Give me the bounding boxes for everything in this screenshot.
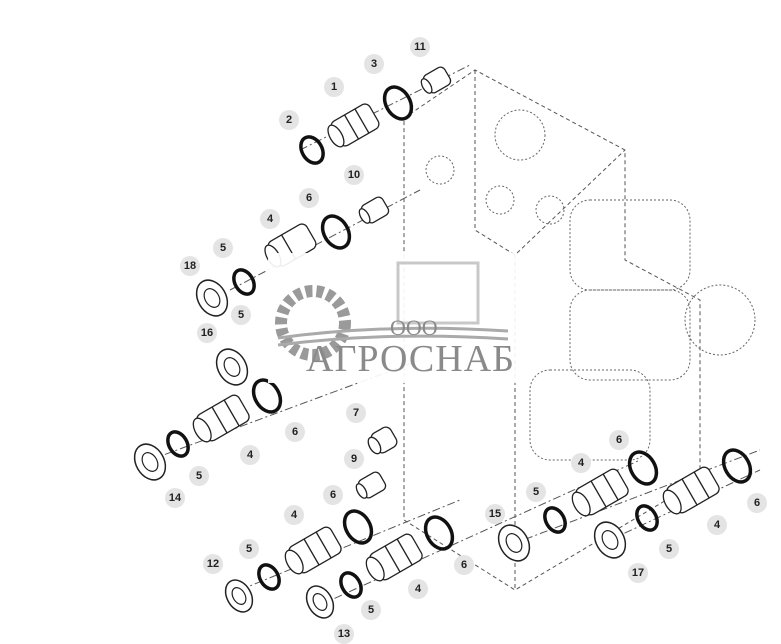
part-callout: 7	[346, 403, 366, 423]
part-callout: 5	[213, 238, 233, 258]
part-callout: 5	[189, 466, 209, 486]
valve-block-outline	[403, 69, 701, 591]
part-callout: 5	[361, 600, 381, 620]
part-callout: 6	[323, 485, 343, 505]
part-callout: 4	[284, 505, 304, 525]
part-callout: 5	[231, 305, 251, 325]
part-callout: 12	[203, 554, 223, 574]
part-callout: 6	[609, 430, 629, 450]
part-callout: 6	[454, 555, 474, 575]
part-callout: 4	[260, 209, 280, 229]
part-callout: 11	[410, 37, 430, 57]
watermark-prefix: ООО	[390, 315, 438, 340]
part-callout: 5	[659, 539, 679, 559]
part-callout: 4	[571, 453, 591, 473]
watermark-name: АГРОСНАБ	[306, 338, 515, 380]
part-callout: 6	[747, 493, 767, 513]
part-callout: 5	[526, 482, 546, 502]
part-callout: 5	[239, 539, 259, 559]
part-callout: 13	[334, 624, 354, 644]
part-callout: 14	[165, 488, 185, 508]
part-callout: 16	[197, 323, 217, 343]
part-callout: 2	[279, 110, 299, 130]
part-callout: 10	[344, 165, 364, 185]
part-callout: 1	[324, 77, 344, 97]
gear-logo-icon	[275, 261, 509, 361]
part-callout: 6	[299, 188, 319, 208]
part-callout: 4	[408, 579, 428, 599]
watermark-logo: ООО АГРОСНАБ	[268, 253, 516, 383]
part-callout: 18	[180, 256, 200, 276]
part-callout: 17	[628, 563, 648, 583]
part-callout: 4	[240, 445, 260, 465]
part-callout: 3	[364, 54, 384, 74]
part-callout: 15	[485, 504, 505, 524]
part-callout: 6	[285, 422, 305, 442]
part-callout: 4	[707, 515, 727, 535]
part-callout: 9	[344, 449, 364, 469]
